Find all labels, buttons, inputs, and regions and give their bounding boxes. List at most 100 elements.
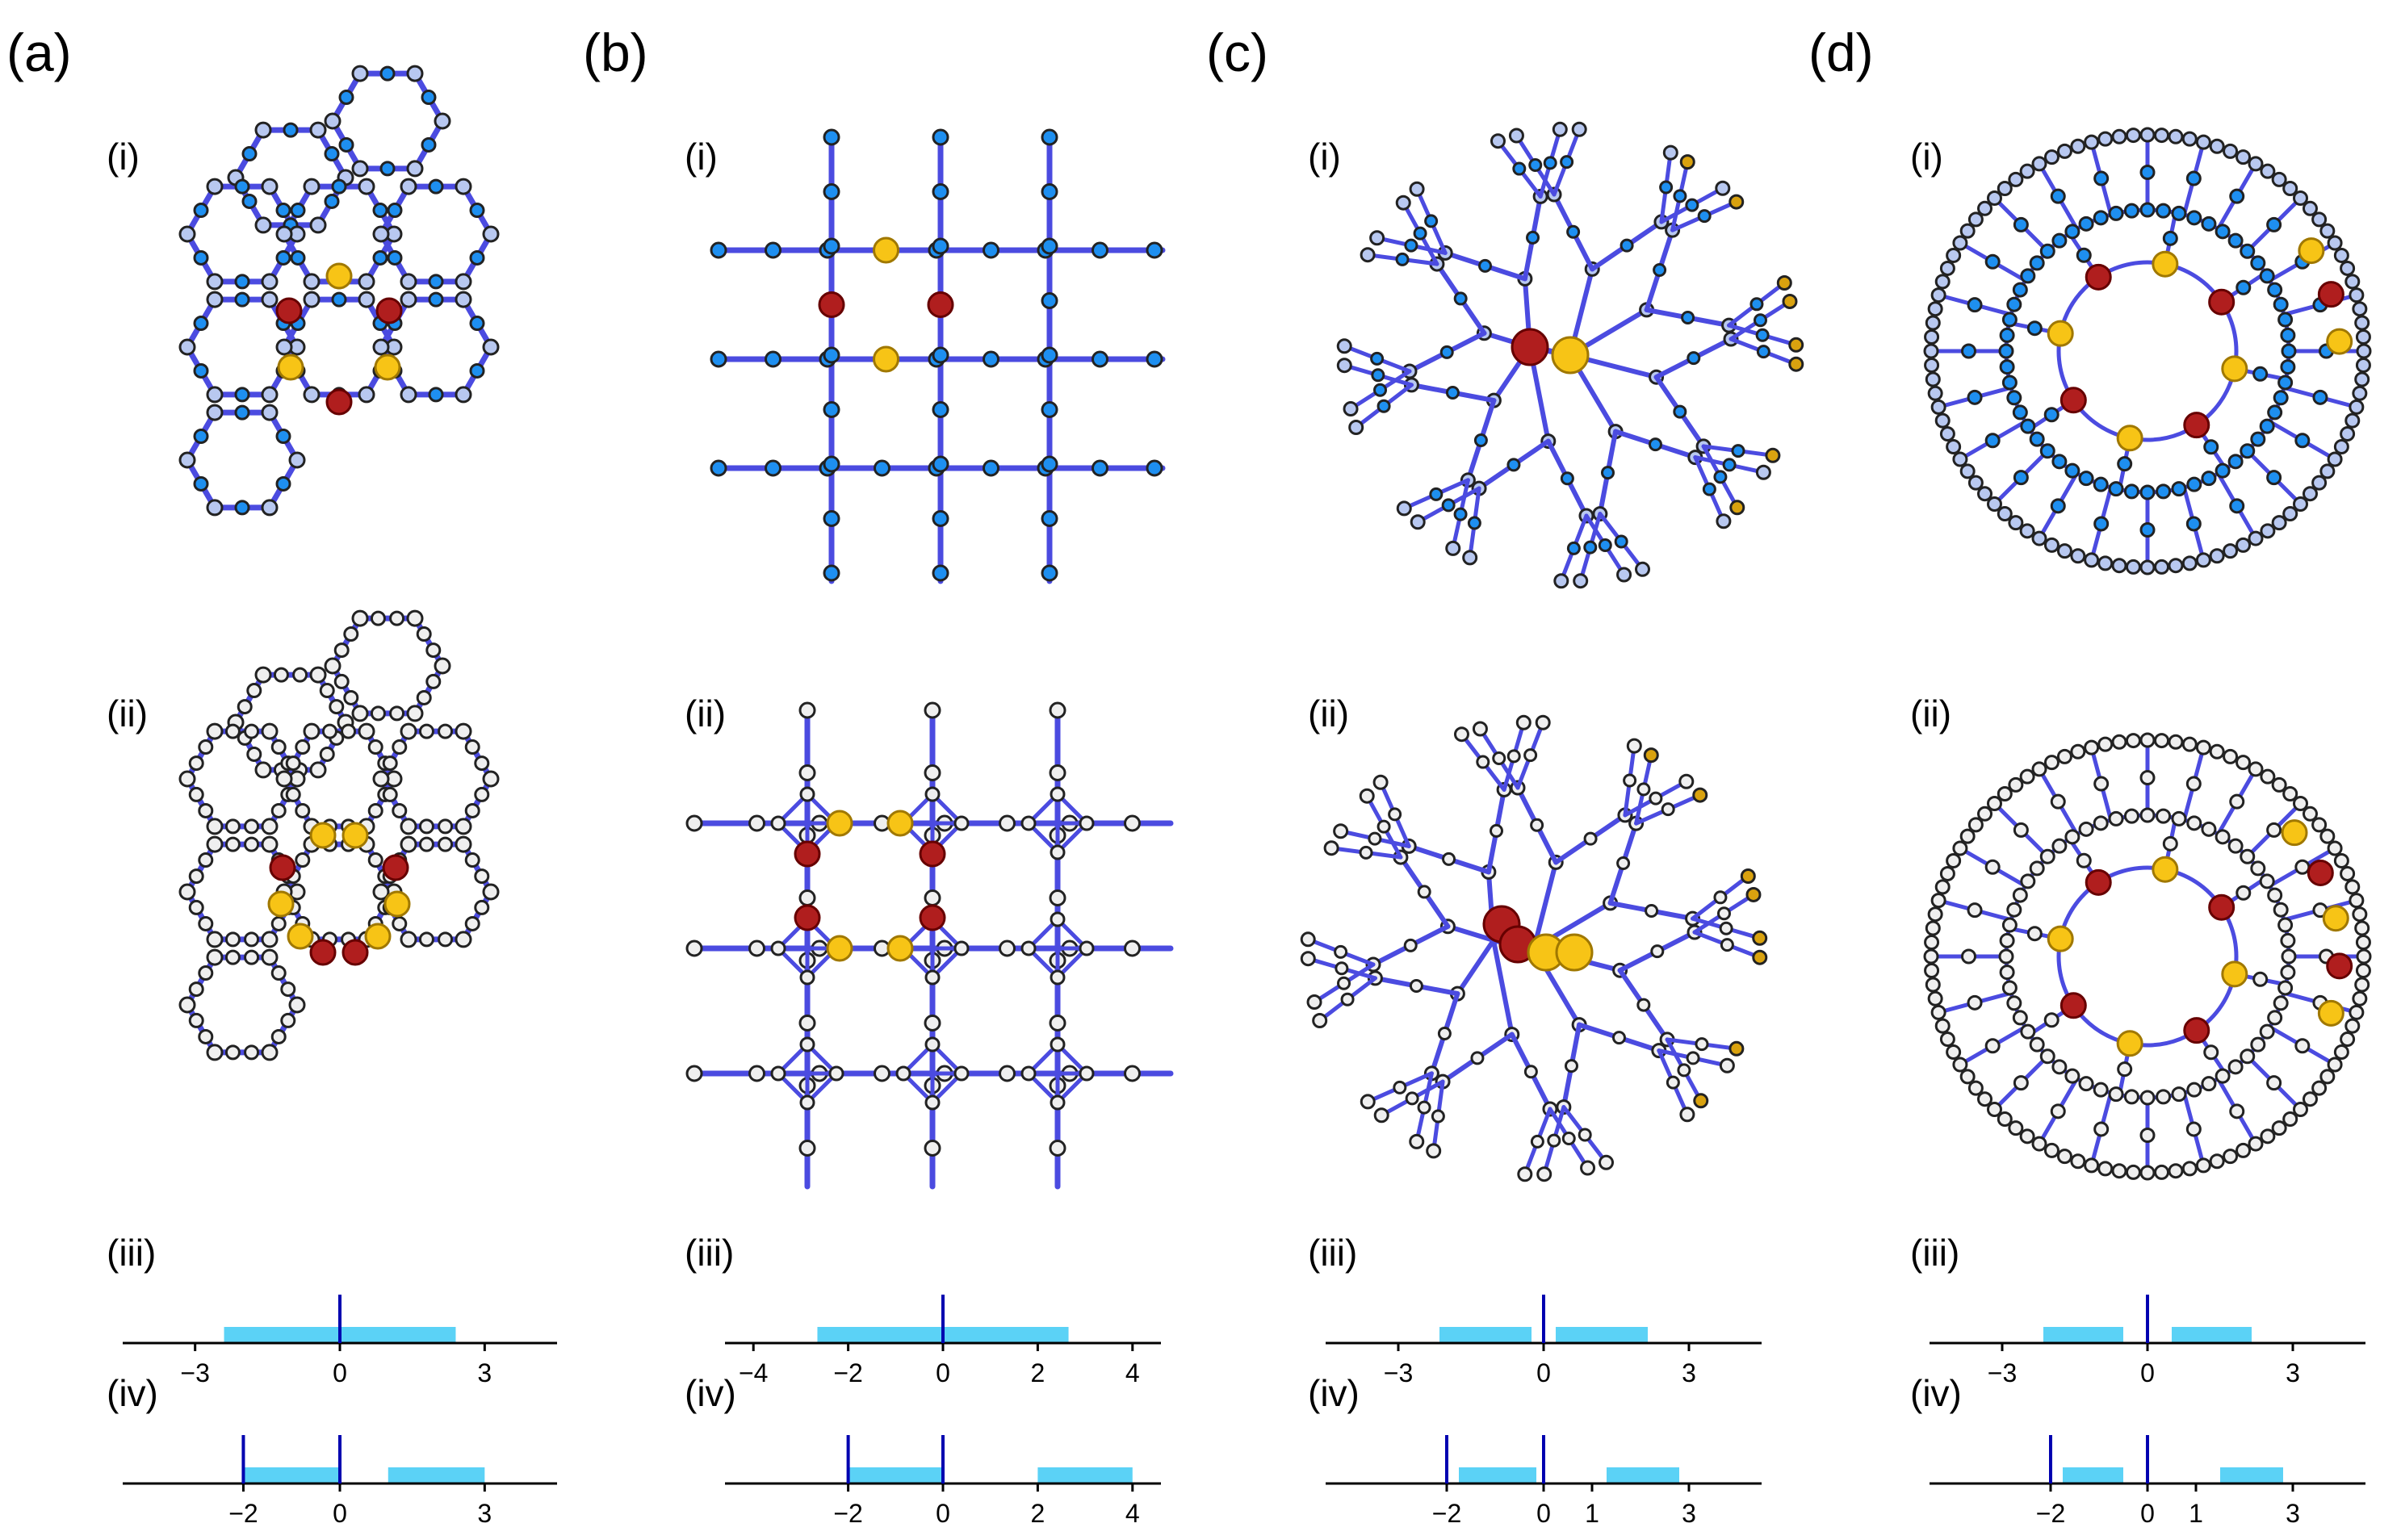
graph-node xyxy=(1925,977,1941,993)
graph-node xyxy=(2026,926,2043,942)
graph-node xyxy=(206,1044,224,1061)
graph-node xyxy=(2108,481,2124,497)
graph-node xyxy=(1930,893,1946,909)
graph-node xyxy=(2327,840,2343,856)
graph-node xyxy=(2355,963,2371,979)
graph-node xyxy=(382,786,398,802)
graph-node xyxy=(389,610,405,626)
graph-node xyxy=(1348,420,1364,436)
graph-node xyxy=(372,883,390,901)
graph-node xyxy=(1426,1143,1442,1159)
graph-node xyxy=(823,237,840,255)
graph-node xyxy=(799,969,815,986)
graph-node xyxy=(983,241,999,259)
graph-node xyxy=(2006,296,2022,312)
graph-node xyxy=(1050,844,1066,860)
graph-node xyxy=(2235,537,2252,553)
graph-node xyxy=(1049,764,1066,781)
graph-node xyxy=(1580,1160,1596,1176)
graph-node xyxy=(2093,1082,2109,1098)
graph-edge xyxy=(1491,938,1515,1037)
graph-node xyxy=(2171,205,2187,221)
graph-node xyxy=(1715,180,1731,196)
graph-edge xyxy=(1532,860,1559,951)
graph-node xyxy=(1934,412,1951,429)
spectral-band xyxy=(1556,1327,1648,1343)
graph-node xyxy=(2186,476,2202,492)
graph-node xyxy=(2056,1149,2072,1165)
graph-node xyxy=(1410,514,1426,530)
graph-node xyxy=(2248,156,2264,172)
graph-node xyxy=(455,273,472,291)
graph-node xyxy=(2250,431,2266,447)
graph-node xyxy=(2043,537,2059,553)
graph-node xyxy=(1728,194,1745,210)
subpanel-label-c-iv: (iv) xyxy=(1308,1372,1360,1414)
subpanel-label-c-iii: (iii) xyxy=(1308,1232,1357,1274)
red-node xyxy=(927,291,954,318)
graph-node xyxy=(2139,770,2156,785)
yellow-node xyxy=(2322,905,2349,932)
graph-node xyxy=(1476,755,1490,769)
graph-node xyxy=(234,500,250,516)
graph-node xyxy=(2093,776,2110,792)
graph-node xyxy=(275,225,293,243)
graph-node xyxy=(416,626,432,642)
graph-node xyxy=(2201,216,2217,232)
graph-node xyxy=(2281,948,2297,965)
yellow-node xyxy=(2047,925,2074,952)
graph-node xyxy=(1984,433,2001,449)
graph-node xyxy=(2235,755,2252,771)
graph-node xyxy=(1692,787,1708,803)
graph-node xyxy=(193,316,209,332)
graph-node xyxy=(1409,1133,1425,1149)
graph-node xyxy=(261,499,279,517)
graph-node xyxy=(1306,994,1322,1011)
graph-node xyxy=(425,673,442,689)
graph-node xyxy=(261,404,279,421)
graph-node xyxy=(455,722,472,740)
graph-node xyxy=(1977,200,1993,216)
graph-node xyxy=(244,836,260,852)
graph-node xyxy=(2227,232,2244,249)
graph-node xyxy=(2185,776,2202,792)
graph-node xyxy=(1999,932,2015,948)
graph-node xyxy=(2267,282,2283,298)
graph-node xyxy=(261,291,279,308)
graph-node xyxy=(2139,807,2156,823)
graph-node xyxy=(1984,253,2001,270)
graph-node xyxy=(1946,247,1962,263)
graph-node xyxy=(2156,203,2172,219)
graph-node xyxy=(2293,190,2309,206)
graph-node xyxy=(1999,359,2015,375)
tick-label: 3 xyxy=(2286,1499,2300,1528)
graph-node xyxy=(1566,541,1581,555)
graph-node xyxy=(2203,439,2219,455)
graph-node xyxy=(1722,458,1737,472)
graph-node xyxy=(2039,848,2055,864)
tick-label: 3 xyxy=(2286,1358,2300,1387)
graph-node xyxy=(464,802,480,818)
graph-node xyxy=(2248,1136,2264,1152)
graph-node xyxy=(295,739,311,755)
graph-node xyxy=(2235,149,2252,165)
graph-node xyxy=(1372,774,1389,790)
graph-node xyxy=(1946,852,1962,868)
honeycomb-graph-a-ii xyxy=(178,609,500,1061)
graph-node xyxy=(1959,1069,1976,1085)
graph-node xyxy=(2273,390,2289,406)
graph-node xyxy=(351,65,369,82)
graph-node xyxy=(2344,412,2361,429)
graph-node xyxy=(1530,1134,1544,1149)
graph-node xyxy=(1552,121,1568,137)
graph-node xyxy=(1490,133,1506,149)
graph-node xyxy=(1740,868,1756,884)
graph-node xyxy=(1049,889,1066,906)
graph-node xyxy=(2078,216,2094,232)
graph-node xyxy=(358,291,375,308)
graph-node xyxy=(924,889,941,906)
graph-edge xyxy=(329,615,363,669)
graph-node xyxy=(2240,1048,2256,1065)
